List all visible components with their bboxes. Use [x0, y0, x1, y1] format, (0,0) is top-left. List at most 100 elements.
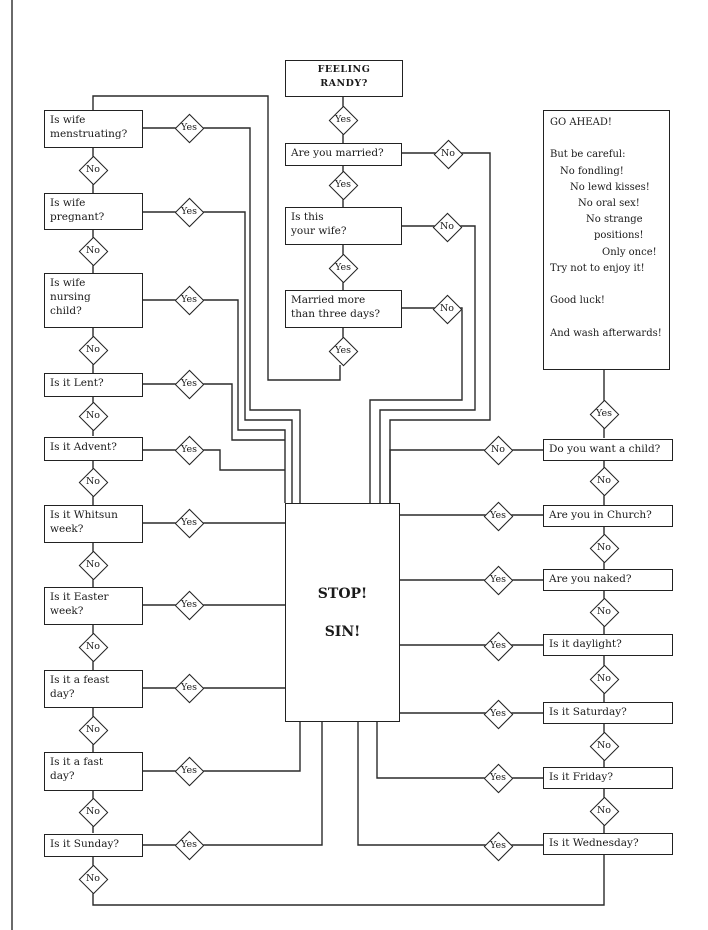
decision-label: Yes [335, 262, 351, 273]
is-it-wednesday-box: Is it Wednesday? [543, 833, 673, 855]
go-ahead-line: No oral sex! [578, 198, 640, 210]
decision-no-marker: No [78, 467, 109, 498]
married-three-days-box: Married more than three days? [285, 290, 402, 328]
decision-label: Yes [181, 122, 197, 133]
go-ahead-line: No fondling! [560, 165, 624, 177]
decision-label: Yes [181, 682, 197, 693]
decision-yes-marker: Yes [328, 170, 359, 201]
decision-label: No [85, 344, 101, 355]
are-you-in-church-box: Are you in Church? [543, 505, 673, 527]
go-ahead-line [550, 309, 663, 325]
decision-label: No [85, 410, 101, 421]
decision-label: No [596, 475, 612, 486]
decision-label: Yes [181, 378, 197, 389]
decision-yes-marker: Yes [483, 501, 514, 532]
go-ahead-line: GO AHEAD! [550, 117, 612, 128]
go-ahead-line: No lewd kisses! [570, 181, 650, 193]
decision-label: Yes [181, 599, 197, 610]
is-it-friday-box: Is it Friday? [543, 767, 673, 789]
go-ahead-line: But be careful: [550, 149, 626, 161]
decision-label: Yes [490, 708, 506, 719]
decision-no-marker: No [589, 664, 620, 695]
decision-label: Yes [490, 640, 506, 651]
decision-label: No [85, 724, 101, 735]
decision-label: No [490, 444, 506, 455]
decision-label: Yes [335, 179, 351, 190]
is-it-whitsun-week-box: Is it Whitsun week? [44, 505, 143, 543]
decision-label: No [596, 606, 612, 617]
decision-no-marker: No [78, 155, 109, 186]
decision-no-marker: No [78, 335, 109, 366]
go-ahead-line: Only once! [602, 246, 657, 258]
decision-no-marker: No [78, 715, 109, 746]
decision-yes-marker: Yes [483, 831, 514, 862]
decision-no-marker: No [483, 435, 514, 466]
is-wife-menstruating-box: Is wife menstruating? [44, 110, 143, 148]
decision-no-marker: No [78, 632, 109, 663]
go-ahead-box: GO AHEAD! But be careful: No fondling! No … [543, 110, 670, 370]
decision-label: Yes [181, 517, 197, 528]
are-you-married-box: Are you married? [285, 143, 402, 166]
decision-label: Yes [181, 765, 197, 776]
decision-label: Yes [181, 839, 197, 850]
decision-yes-marker: Yes [174, 508, 205, 539]
stop-label: STOP! [317, 585, 368, 602]
go-ahead-line: And wash afterwards! [550, 327, 662, 339]
decision-yes-marker: Yes [483, 631, 514, 662]
sin-label: SIN! [324, 623, 361, 640]
decision-label: Yes [181, 206, 197, 217]
is-it-lent-box: Is it Lent? [44, 373, 143, 397]
decision-no-marker: No [78, 864, 109, 895]
decision-no-marker: No [78, 401, 109, 432]
decision-yes-marker: Yes [589, 399, 620, 430]
decision-no-marker: No [589, 533, 620, 564]
are-you-naked-box: Are you naked? [543, 569, 673, 591]
decision-label: No [439, 221, 455, 232]
decision-yes-marker: Yes [174, 590, 205, 621]
is-it-advent-box: Is it Advent? [44, 437, 143, 461]
decision-label: No [85, 559, 101, 570]
decision-label: No [85, 873, 101, 884]
decision-label: Yes [596, 408, 612, 419]
is-it-sunday-box: Is it Sunday? [44, 834, 143, 857]
is-it-easter-week-box: Is it Easter week? [44, 587, 143, 625]
is-wife-nursing-child-box: Is wife nursing child? [44, 273, 143, 328]
feeling-randy-box: FEELING RANDY? [285, 60, 403, 97]
decision-yes-marker: Yes [483, 763, 514, 794]
decision-label: Yes [335, 345, 351, 356]
is-it-daylight-box: Is it daylight? [543, 634, 673, 656]
decision-yes-marker: Yes [174, 113, 205, 144]
do-you-want-a-child-box: Do you want a child? [543, 439, 673, 461]
is-this-your-wife-box: Is this your wife? [285, 207, 402, 245]
decision-no-marker: No [78, 236, 109, 267]
decision-label: Yes [490, 574, 506, 585]
decision-label: Yes [181, 444, 197, 455]
go-ahead-line: Try not to enjoy it! [550, 262, 645, 274]
go-ahead-line [550, 277, 663, 293]
decision-yes-marker: Yes [174, 830, 205, 861]
decision-label: No [440, 148, 456, 159]
is-it-fast-day-box: Is it a fast day? [44, 752, 143, 791]
decision-yes-marker: Yes [483, 565, 514, 596]
decision-label: Yes [490, 840, 506, 851]
is-it-saturday-box: Is it Saturday? [543, 702, 673, 724]
go-ahead-line: Good luck! [550, 295, 605, 307]
decision-no-marker: No [589, 731, 620, 762]
decision-yes-marker: Yes [328, 253, 359, 284]
decision-label: No [596, 805, 612, 816]
decision-label: No [596, 673, 612, 684]
decision-no-marker: No [432, 212, 463, 243]
decision-label: No [85, 164, 101, 175]
decision-yes-marker: Yes [483, 699, 514, 730]
decision-no-marker: No [78, 797, 109, 828]
decision-yes-marker: Yes [174, 285, 205, 316]
decision-label: Yes [335, 114, 351, 125]
decision-no-marker: No [433, 139, 464, 170]
decision-label: No [439, 303, 455, 314]
decision-label: No [85, 476, 101, 487]
decision-label: No [85, 641, 101, 652]
decision-yes-marker: Yes [328, 105, 359, 136]
decision-label: No [85, 245, 101, 256]
decision-no-marker: No [432, 294, 463, 325]
decision-no-marker: No [589, 597, 620, 628]
